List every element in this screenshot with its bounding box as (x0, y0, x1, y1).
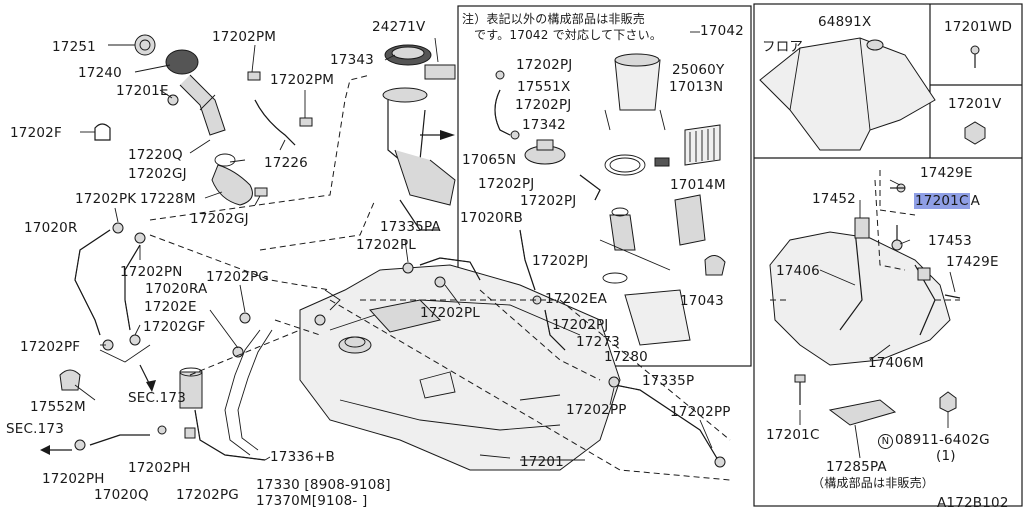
filler-neck-parts (94, 34, 313, 206)
label-17201ca-suffix: A (969, 193, 982, 209)
label-64891x: 64891X (818, 14, 872, 30)
label-17429e-a: 17429E (920, 165, 973, 181)
label-17202pj-c: 17202PJ (478, 176, 535, 192)
label-17201e: 17201E (116, 83, 169, 99)
label-17020rb: 17020RB (460, 210, 523, 226)
label-17202pl-a: 17202PL (356, 237, 417, 253)
fuel-pump-module (382, 44, 456, 231)
leader-lines (74, 31, 956, 461)
label-17202pp-a: 17202PP (566, 402, 627, 418)
label-17202pj-d: 17202PJ (520, 193, 577, 209)
inset-note-line2: です。17042 で対応して下さい。 (474, 28, 663, 42)
label-17330: 17330 [8908-9108] (256, 477, 391, 493)
label-17226: 17226 (264, 155, 308, 171)
right-panel-parts (759, 37, 986, 426)
label-17202pj-f: 17202PJ (552, 317, 609, 333)
label-17202ph-a: 17202PH (42, 471, 105, 487)
label-17201v: 17201V (948, 96, 1002, 112)
label-17551x: 17551X (517, 79, 571, 95)
label-17202pg-a: 17202PG (206, 269, 269, 285)
label-17202f: 17202F (10, 125, 62, 141)
label-17202gj-a: 17202GJ (128, 166, 187, 182)
label-17202pj-e: 17202PJ (532, 253, 589, 269)
label-17013n: 17013N (669, 79, 724, 95)
label-17202ea: 17202EA (545, 291, 608, 307)
label-17201: 17201 (520, 454, 564, 470)
label-17280: 17280 (604, 349, 648, 365)
center-hoses (314, 257, 726, 468)
label-17336b: 17336+B (270, 449, 335, 465)
label-17202pj-a: 17202PJ (516, 57, 573, 73)
fuel-tank-drawing (299, 264, 621, 471)
inset-note-line1: 注）表記以外の構成部品は非販売 (462, 12, 646, 26)
label-17202gj-b: 17202GJ (190, 211, 249, 227)
label-17202pp-b: 17202PP (670, 404, 731, 420)
right-panel-frame (753, 3, 1023, 507)
label-08911: 08911-6402G (895, 432, 990, 448)
label-17065n: 17065N (462, 152, 517, 168)
diagram-id: A172B102 (937, 495, 1009, 510)
label-17202pj-b: 17202PJ (515, 97, 572, 113)
label-17202ph-b: 17202PH (128, 460, 191, 476)
label-17343: 17343 (330, 52, 374, 68)
label-08911-qty: (1) (936, 448, 956, 464)
assembly-dash-lines (149, 74, 916, 481)
label-17370m: 17370M[9108- ] (256, 493, 368, 509)
label-17251: 17251 (52, 39, 96, 55)
label-17285pa: 17285PA (826, 459, 887, 475)
inset-parts (494, 53, 726, 351)
label-17335pa: 17335PA (380, 219, 441, 235)
label-17429e-b: 17429E (946, 254, 999, 270)
label-17043: 17043 (680, 293, 724, 309)
label-17202e: 17202E (144, 299, 197, 315)
label-17020r: 17020R (24, 220, 78, 236)
label-24271v: 24271V (372, 19, 426, 35)
label-17202pg-b: 17202PG (176, 487, 239, 503)
label-17406-a: 17406 (776, 263, 820, 279)
label-17452: 17452 (812, 191, 856, 207)
label-17202pn: 17202PN (120, 264, 183, 280)
label-sec173-a: SEC.173 (128, 390, 186, 406)
label-17552m: 17552M (30, 399, 86, 415)
label-17335p: 17335P (642, 373, 695, 389)
breather-hoses (59, 222, 156, 392)
label-17020q: 17020Q (94, 487, 149, 503)
not-sold-note: （構成部品は非販売） (812, 476, 935, 490)
label-17240: 17240 (78, 65, 122, 81)
label-17042: 17042 (700, 23, 744, 39)
label-17453: 17453 (928, 233, 972, 249)
label-25060y: 25060Y (672, 62, 725, 78)
canister-and-hoses (40, 312, 273, 461)
label-17228m: 17228M (140, 191, 196, 207)
label-17202gf: 17202GF (143, 319, 206, 335)
label-17014m: 17014M (670, 177, 726, 193)
label-17342: 17342 (522, 117, 566, 133)
label-17020ra: 17020RA (145, 281, 208, 297)
label-sec173-b: SEC.173 (6, 421, 64, 437)
label-floor: フロア (762, 39, 804, 55)
label-17202pm-b: 17202PM (270, 72, 335, 88)
label-17202pk: 17202PK (75, 191, 137, 207)
label-17202pl-b: 17202PL (420, 305, 481, 321)
label-17202pf: 17202PF (20, 339, 81, 355)
label-08911-circle: N (878, 433, 893, 449)
label-17406m: 17406M (868, 355, 924, 371)
label-17201ca-highlight[interactable]: 17201C (914, 193, 970, 209)
label-17201wd: 17201WD (944, 19, 1013, 35)
label-17273: 17273 (576, 334, 620, 350)
label-17220q: 17220Q (128, 147, 183, 163)
label-08911-prefix: N (878, 434, 893, 449)
label-17202pm-a: 17202PM (212, 29, 277, 45)
label-17201c: 17201C (766, 427, 820, 443)
